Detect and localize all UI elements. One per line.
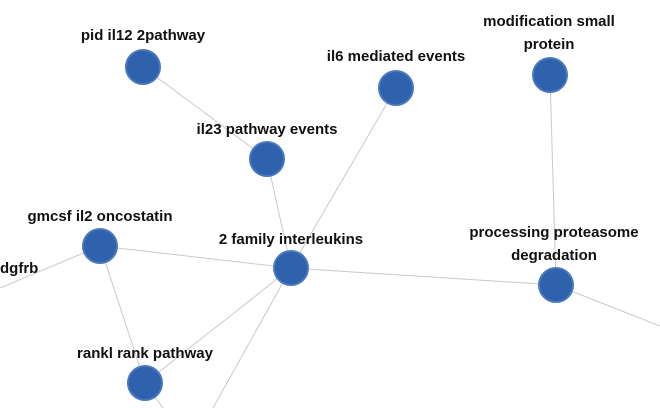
edge-family-rankl: [144, 267, 292, 384]
edge-family-processing: [290, 267, 557, 286]
node-family[interactable]: [273, 250, 309, 286]
node-processing[interactable]: [538, 267, 574, 303]
node-label-pdgfrb: dgfrb: [0, 260, 39, 277]
node-rankl[interactable]: [127, 365, 163, 401]
edge-processing-offscreen-right: [555, 284, 660, 327]
node-label-il6: il6 mediated events: [326, 48, 466, 65]
edge-modification-processing: [549, 74, 557, 286]
edge-gmcsf-offscreen-left: [0, 245, 101, 289]
edge-gmcsf-family: [99, 245, 292, 269]
node-il23[interactable]: [249, 141, 285, 177]
node-modification[interactable]: [532, 57, 568, 93]
edge-gmcsf-rankl: [99, 245, 146, 384]
node-label-gmcsf: gmcsf il2 oncostatin: [27, 208, 173, 225]
node-il6[interactable]: [378, 70, 414, 106]
node-label-pid-il12: pid il12 2pathway: [80, 27, 206, 44]
node-label-modification: modification small protein: [483, 13, 615, 53]
node-label-family: 2 family interleukins: [218, 231, 364, 248]
edge-family-offscreen-bottom: [212, 267, 292, 408]
node-label-il23: il23 pathway events: [196, 121, 338, 138]
node-label-rankl: rankl rank pathway: [77, 345, 213, 362]
node-gmcsf[interactable]: [82, 228, 118, 264]
edge-il23-family: [266, 158, 292, 269]
edge-pid-il12-il23: [142, 66, 268, 160]
edge-il6-family: [290, 87, 397, 269]
node-pid-il12[interactable]: [125, 49, 161, 85]
node-label-processing: processing proteasome degradation: [469, 224, 639, 264]
